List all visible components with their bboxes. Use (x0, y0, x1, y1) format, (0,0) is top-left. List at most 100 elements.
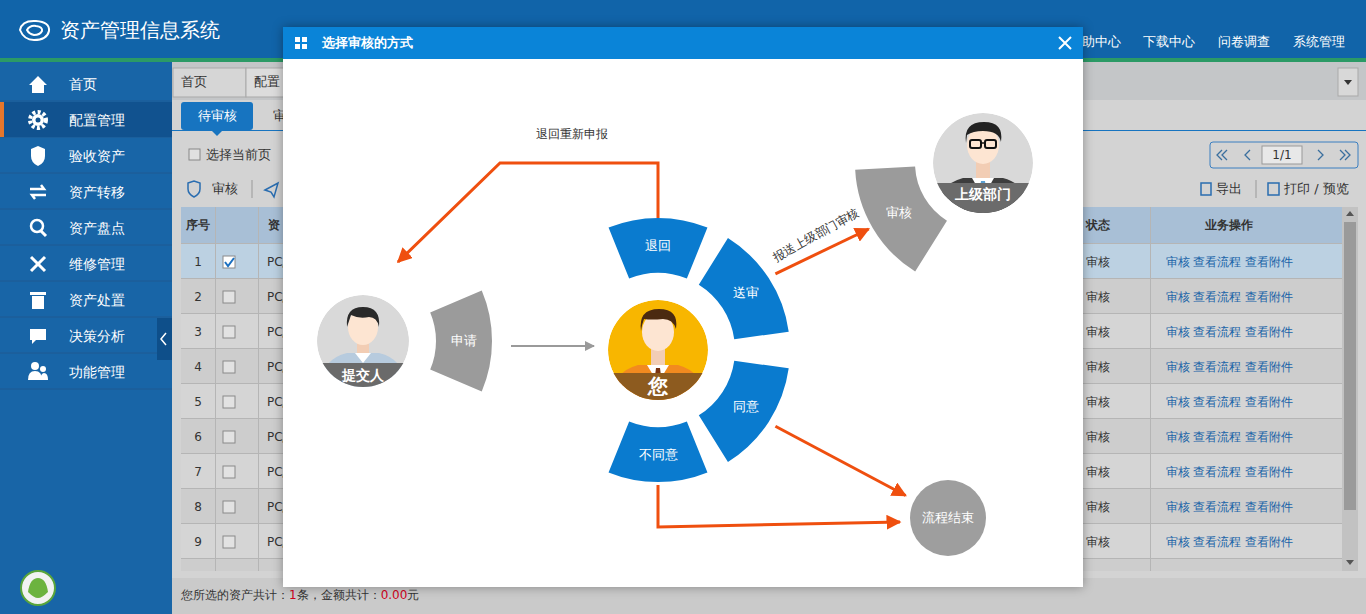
tab (173, 68, 246, 97)
send-icon (265, 183, 278, 197)
status-cell: 审核 (1086, 430, 1110, 444)
row-number: 3 (194, 325, 202, 339)
action-band: 不同意 (608, 421, 708, 482)
menu-separators-part (0, 353, 172, 354)
row-action-link: 审核 (1166, 290, 1190, 304)
row-action-link: 查看附件 (1245, 360, 1293, 374)
submitter-figure-part (355, 353, 371, 363)
band-fill (609, 421, 708, 482)
circle-fill (317, 295, 409, 387)
row-action-link: 查看流程 (1193, 500, 1241, 514)
dropdown-arrow (1344, 80, 1352, 85)
row-action-link: 审核 (1166, 255, 1190, 269)
menu-icons-part (31, 362, 39, 370)
menu-active-bar (0, 102, 4, 137)
audit-icon (188, 181, 200, 197)
superior-figure-part (985, 140, 996, 148)
header-link: 系统管理 (1293, 34, 1345, 50)
menu-icons-part (29, 76, 47, 93)
toolbar-separator (252, 180, 253, 198)
app-logo (20, 21, 49, 40)
toolbar-separator (1256, 180, 1257, 198)
you-figure-part (608, 365, 708, 407)
menu-item: 资产转移 (69, 184, 125, 201)
summary-text: 您所选的资产共计： (181, 587, 289, 603)
menu-icons-part (31, 257, 45, 271)
submitter-figure-part (347, 307, 379, 327)
row-number: 6 (194, 430, 202, 444)
collapse-chevron (161, 333, 166, 345)
grid-icon-part (302, 37, 307, 42)
grid-icon-part (295, 37, 300, 42)
status-cell: 审核 (1086, 500, 1110, 514)
grid-icon-part (302, 44, 307, 49)
menu-separators-part (0, 209, 172, 210)
dialog: 选择审核的方式 (283, 27, 1083, 587)
bottom-logo-part (28, 578, 48, 598)
status-cell: 审核 (1086, 255, 1110, 269)
pager-input (1262, 146, 1302, 164)
menu-icons-part (28, 371, 42, 380)
header-link: 下载中心 (1143, 34, 1195, 50)
pager-arrows-part (1245, 150, 1250, 160)
band-label: 审核 (886, 205, 912, 221)
row-checkboxes-part (223, 256, 235, 268)
menu-icons-part (31, 257, 45, 271)
row-number: 7 (194, 465, 202, 479)
menu-separators-part (0, 389, 172, 390)
row-action-link: 查看附件 (1245, 395, 1293, 409)
pager (1210, 142, 1358, 168)
menu-icons-part (31, 220, 43, 232)
status-cell: 审核 (1086, 325, 1110, 339)
menu-separators-part (0, 173, 172, 174)
menu-item: 首页 (69, 76, 97, 93)
bottom-logo-part (21, 571, 55, 605)
collapse-tab (157, 318, 172, 360)
band-fill (855, 167, 947, 272)
sidebar (0, 62, 172, 614)
table-lines-part (258, 207, 259, 571)
menu-icons-part (30, 292, 46, 295)
menu-icons-part (40, 366, 46, 372)
row-checkboxes-part (223, 536, 235, 548)
flow-arrow (511, 345, 594, 347)
checkbox (189, 149, 200, 160)
band-fill (699, 361, 789, 462)
row-checkboxes-part (223, 326, 235, 338)
menu-icons-part (36, 118, 41, 123)
pager-arrows-part (1217, 150, 1227, 160)
band-fill (609, 218, 708, 279)
selection-summary: 您所选的资产共计：1条，金额共计：0.00元 (181, 587, 419, 603)
dialog-titlebar: 选择审核的方式 (283, 27, 1083, 59)
header-link: 助中心 (1082, 34, 1121, 50)
menu-icons (28, 76, 48, 380)
menu-separators (0, 101, 172, 389)
table-lines-part (215, 207, 216, 571)
menu-item: 资产盘点 (69, 220, 125, 237)
print-icon (1268, 183, 1279, 195)
decision-arrow (658, 485, 900, 527)
menu-icons-part (30, 329, 46, 344)
summary-value: 1 (289, 587, 297, 603)
row-checkboxes-part (223, 396, 235, 408)
status-cell: 审核 (1086, 360, 1110, 374)
row-number: 5 (194, 395, 202, 409)
band-label: 同意 (733, 399, 759, 415)
menu-item: 决策分析 (69, 328, 125, 345)
action-band: 同意 (698, 360, 789, 462)
tab-label: 配置 (254, 74, 280, 90)
menu-item: 维修管理 (69, 256, 125, 273)
row-action-link: 审核 (1166, 360, 1190, 374)
circle-fill (608, 300, 708, 400)
toolbar-button: 打印 / 预览 (1284, 181, 1349, 197)
node-label: 流程结束 (922, 510, 974, 526)
menu-icons-part (30, 112, 46, 128)
scroll-arrow (1346, 211, 1354, 565)
row-checkboxes (223, 256, 235, 548)
row-action-link: 查看流程 (1193, 395, 1241, 409)
summary-value: 0.00 (381, 587, 408, 603)
row-action-link: 查看流程 (1193, 535, 1241, 549)
pager-arrows-part (1340, 150, 1350, 160)
menu-icons-part (30, 185, 46, 199)
column-header: 业务操作 (1205, 218, 1253, 232)
